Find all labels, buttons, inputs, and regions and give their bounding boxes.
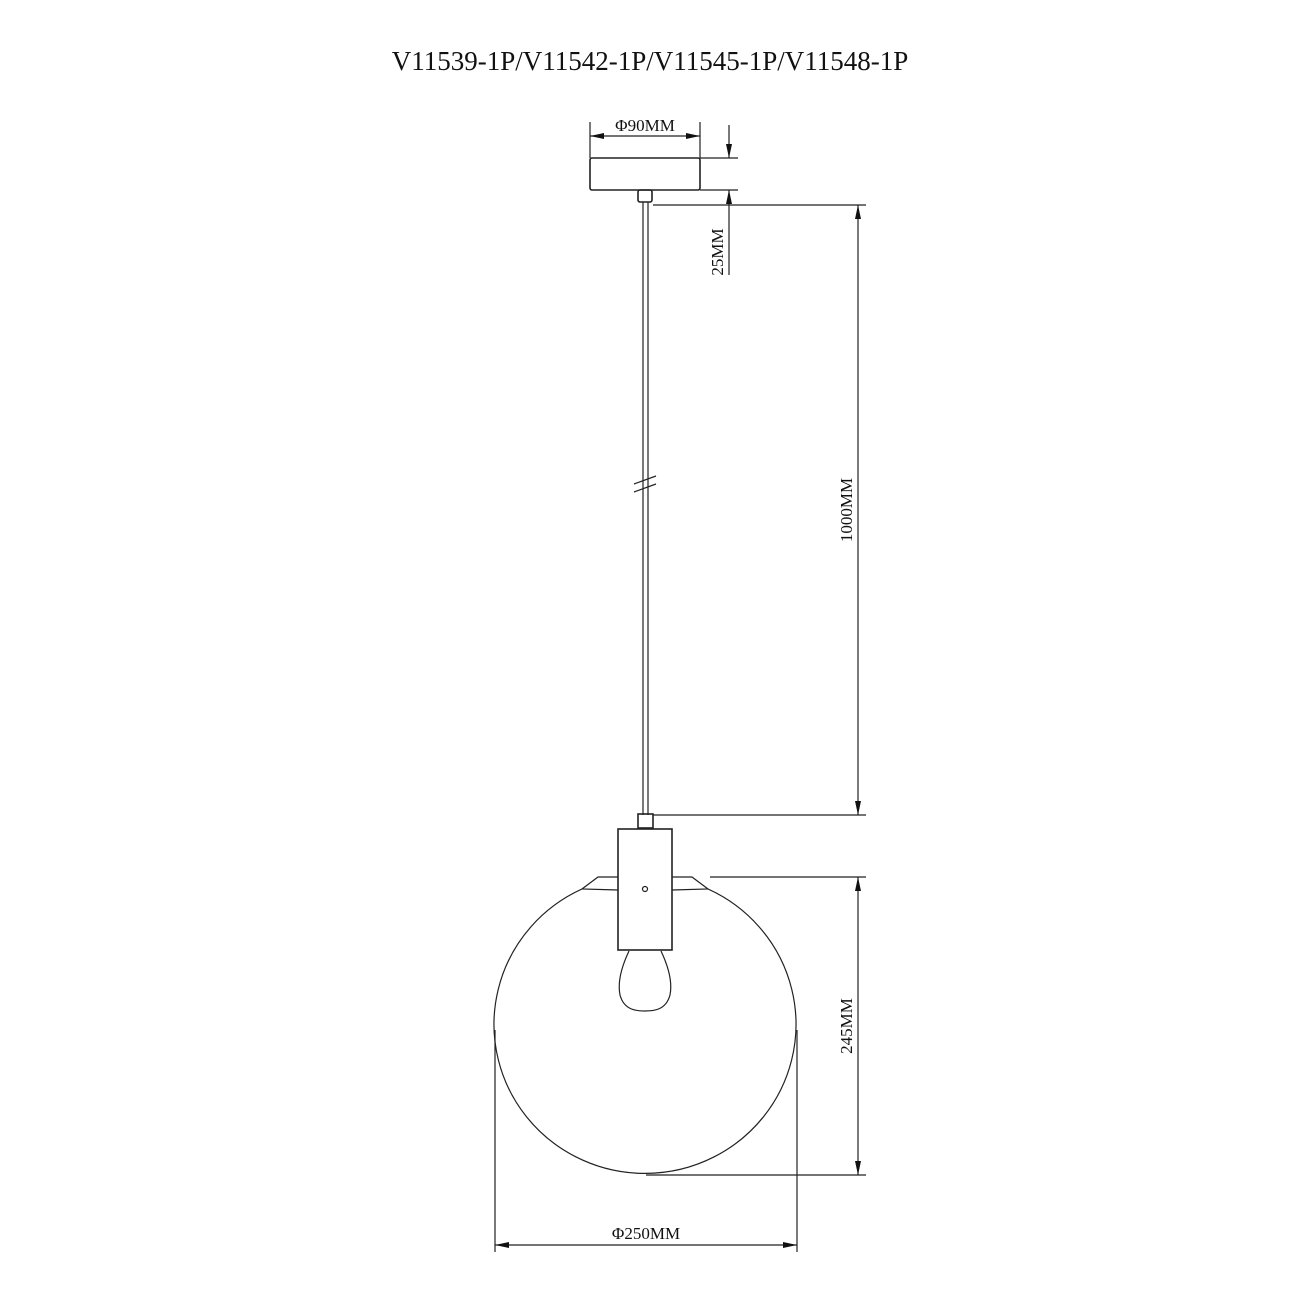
canopy-height-dimension: 25MM <box>700 125 738 276</box>
globe-diameter-label: Φ250MM <box>612 1224 680 1243</box>
canopy <box>589 157 701 203</box>
socket <box>580 813 710 951</box>
globe-diameter-dimension: Φ250MM <box>494 1030 798 1252</box>
glass-globe <box>493 888 797 1175</box>
cord-length-label: 1000MM <box>837 478 856 542</box>
canopy-diameter-dimension: Φ90MM <box>589 116 701 158</box>
cord <box>633 202 657 815</box>
canopy-height-label: 25MM <box>708 228 727 275</box>
bulb <box>618 950 672 1012</box>
break-mark <box>633 475 657 493</box>
drawing-title: V11539-1P/V11542-1P/V11545-1P/V11548-1P <box>392 46 909 76</box>
globe-height-label: 245MM <box>837 998 856 1054</box>
globe-height-dimension: 245MM <box>646 876 866 1176</box>
canopy-diameter-label: Φ90MM <box>615 116 675 135</box>
cord-length-dimension: 1000MM <box>653 204 866 816</box>
